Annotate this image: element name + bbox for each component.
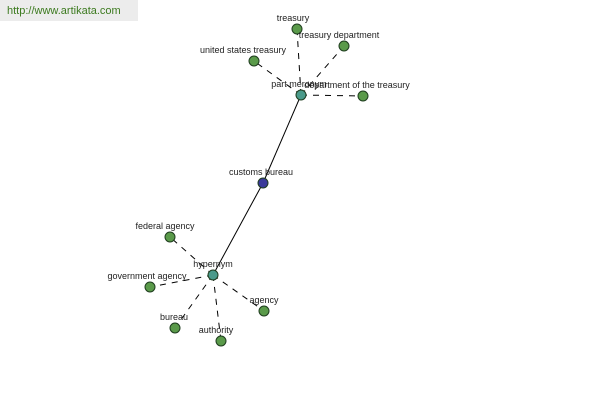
label-treasury-department: treasury department — [299, 30, 380, 40]
label-authority: authority — [199, 325, 234, 335]
edge-hypernym-agency — [212, 274, 265, 312]
label-department-of-the-treasury: department of the treasury — [304, 80, 410, 90]
node-authority[interactable] — [215, 335, 227, 347]
label-united-states-treasury: united states treasury — [200, 45, 287, 55]
node-federal-agency[interactable] — [164, 231, 176, 243]
node-hypernym[interactable] — [207, 269, 219, 281]
edge-customs-bureau-hypernym — [212, 182, 264, 276]
label-bureau: bureau — [160, 312, 188, 322]
labels: treasury treasury department united states… — [107, 13, 410, 335]
edge-customs-bureau-part-meronym — [262, 94, 302, 184]
label-treasury: treasury — [277, 13, 310, 23]
label-hypernym: hypernym — [193, 259, 233, 269]
node-department-of-the-treasury[interactable] — [357, 90, 369, 102]
label-part-meronym: part meronym — [271, 79, 327, 89]
edge-hypernym-federal-agency — [169, 236, 214, 276]
node-government-agency[interactable] — [144, 281, 156, 293]
node-united-states-treasury[interactable] — [248, 55, 260, 67]
label-government-agency: government agency — [107, 271, 187, 281]
node-treasury-department[interactable] — [338, 40, 350, 52]
node-agency[interactable] — [258, 305, 270, 317]
node-bureau[interactable] — [169, 322, 181, 334]
edge-part-meronym-department-of-the-treasury — [300, 94, 364, 97]
edge-hypernym-government-agency — [149, 274, 214, 288]
source-url[interactable]: http://www.artikata.com — [7, 5, 121, 17]
label-federal-agency: federal agency — [135, 221, 195, 231]
source-url-box: http://www.artikata.com — [0, 0, 138, 21]
nodes — [144, 23, 369, 347]
node-part-meronym[interactable] — [295, 89, 307, 101]
node-treasury[interactable] — [291, 23, 303, 35]
label-customs-bureau: customs bureau — [229, 167, 293, 177]
node-customs-bureau[interactable] — [257, 177, 269, 189]
label-agency: agency — [249, 295, 279, 305]
edge-part-meronym-united-states-treasury — [253, 60, 302, 96]
edges — [149, 28, 364, 342]
